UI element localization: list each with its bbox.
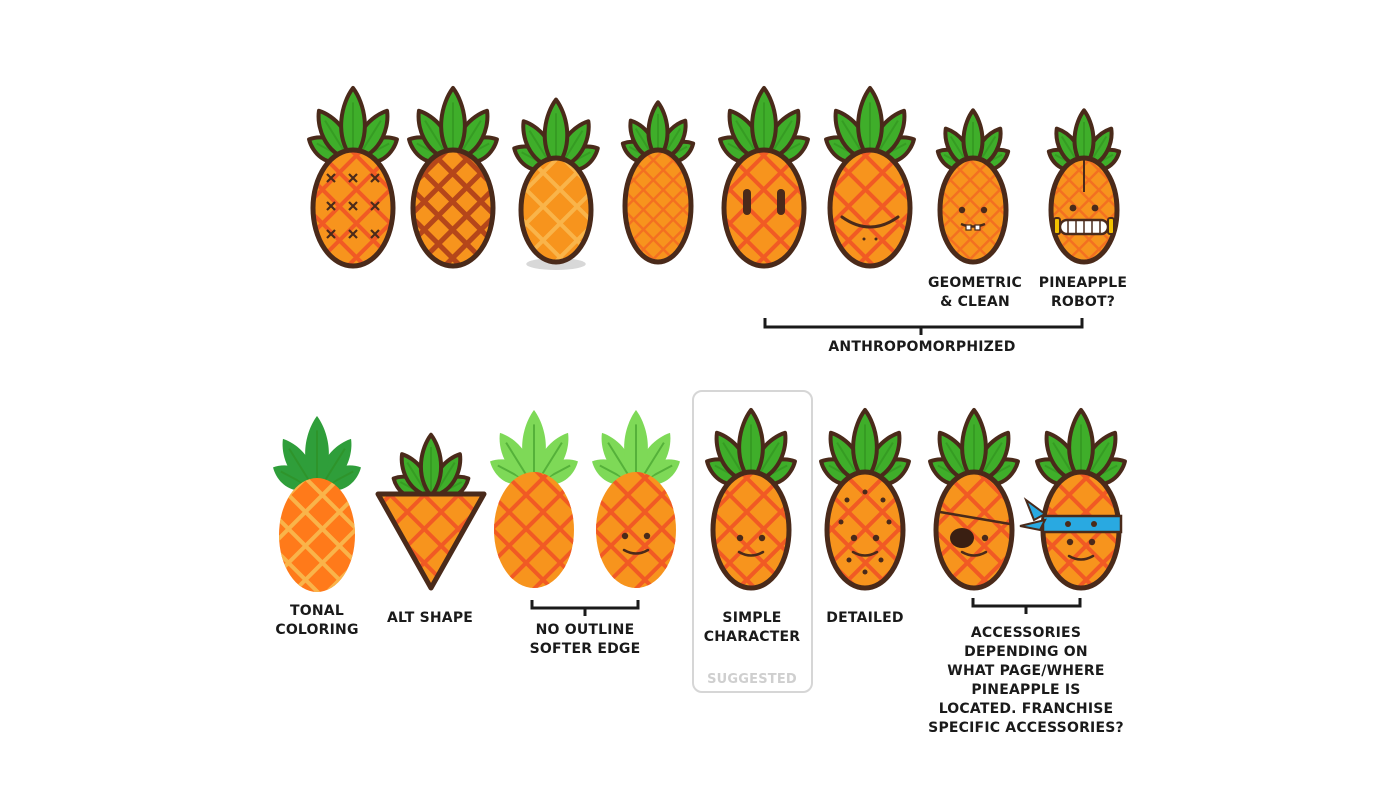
pineapple-bandana bbox=[1019, 408, 1127, 591]
label-detailed: DETAILED bbox=[826, 610, 904, 626]
label-simple-character: SIMPLE CHARACTER bbox=[703, 610, 801, 645]
pineapple-smile bbox=[824, 86, 916, 269]
pineapple-eyes bbox=[718, 86, 810, 269]
pineapple-triangle bbox=[375, 432, 487, 591]
suggested-highlight-box bbox=[692, 390, 813, 693]
label-accessories: ACCESSORIES DEPENDING ON WHAT PAGE/WHERE… bbox=[928, 625, 1124, 736]
label-anthropomorphized: ANTHROPOMORPHIZED bbox=[828, 339, 1016, 355]
pineapple-no-outline-1 bbox=[490, 410, 578, 588]
pineapple-zigzag-shadow bbox=[512, 97, 600, 270]
pineapple-tonal bbox=[273, 416, 361, 592]
pineapple-x-marks bbox=[307, 86, 399, 269]
label-geometric-clean: GEOMETRIC & CLEAN bbox=[927, 275, 1023, 310]
label-alt-shape: ALT SHAPE bbox=[386, 610, 474, 626]
pineapple-diamond-dark bbox=[407, 86, 499, 269]
pineapple-robot bbox=[1046, 108, 1122, 265]
pineapple-dense-diamond bbox=[620, 100, 696, 265]
label-suggested: SUGGESTED bbox=[707, 672, 797, 687]
accessories-bracket bbox=[971, 598, 1082, 614]
pineapple-detailed bbox=[819, 408, 911, 591]
label-tonal-coloring: TONAL COLORING bbox=[275, 603, 359, 638]
anthropomorphized-bracket bbox=[763, 318, 1084, 335]
pineapple-simple-character bbox=[705, 408, 797, 591]
label-pineapple-robot: PINEAPPLE ROBOT? bbox=[1038, 275, 1128, 310]
pineapple-geometric-clean bbox=[935, 108, 1011, 265]
no-outline-bracket bbox=[530, 600, 640, 616]
pineapple-no-outline-2 bbox=[592, 410, 680, 588]
pineapple-eyepatch bbox=[928, 408, 1020, 591]
label-no-outline: NO OUTLINE SOFTER EDGE bbox=[529, 622, 641, 657]
